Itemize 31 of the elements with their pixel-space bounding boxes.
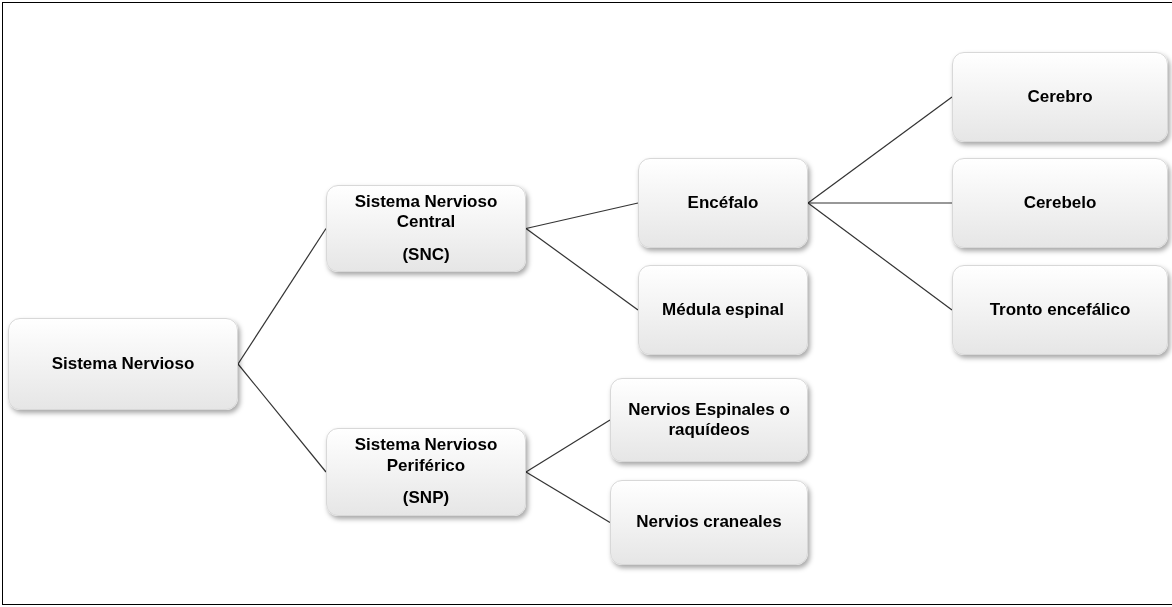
rounded-box [638,265,808,355]
node-label: Sistema Nervioso Central [353,191,499,233]
connector-line [525,227,639,311]
connector-line [807,96,953,204]
connector-line [525,202,639,230]
rounded-box [610,378,808,462]
rounded-box [952,52,1168,142]
rounded-box [326,185,526,272]
node-label: Sistema Nervioso [51,353,195,375]
rounded-box [326,428,526,516]
rounded-box [8,318,238,410]
node-label: Tronto encefálico [989,299,1131,321]
connector-line [807,202,953,311]
rounded-box [638,158,808,248]
node-label: (SNP) [402,488,450,509]
rounded-box [952,158,1168,248]
node-label: Encéfalo [687,192,759,214]
connector-line [525,471,611,524]
connector-line [525,419,611,473]
node-label: Nervios craneales [636,512,782,533]
rounded-box [610,480,808,565]
node-label: Cerebro [1027,86,1093,108]
connector-line [237,363,327,473]
rounded-box [952,265,1168,355]
node-label: Cerebelo [1023,192,1097,214]
node-label: Sistema Nervioso Periférico [353,435,499,477]
node-label: (SNC) [402,244,450,266]
node-label: Nervios Espinales o raquídeos [627,399,791,441]
node-label: Médula espinal [662,299,784,321]
connector-line [807,202,953,204]
connector-line [237,227,327,365]
